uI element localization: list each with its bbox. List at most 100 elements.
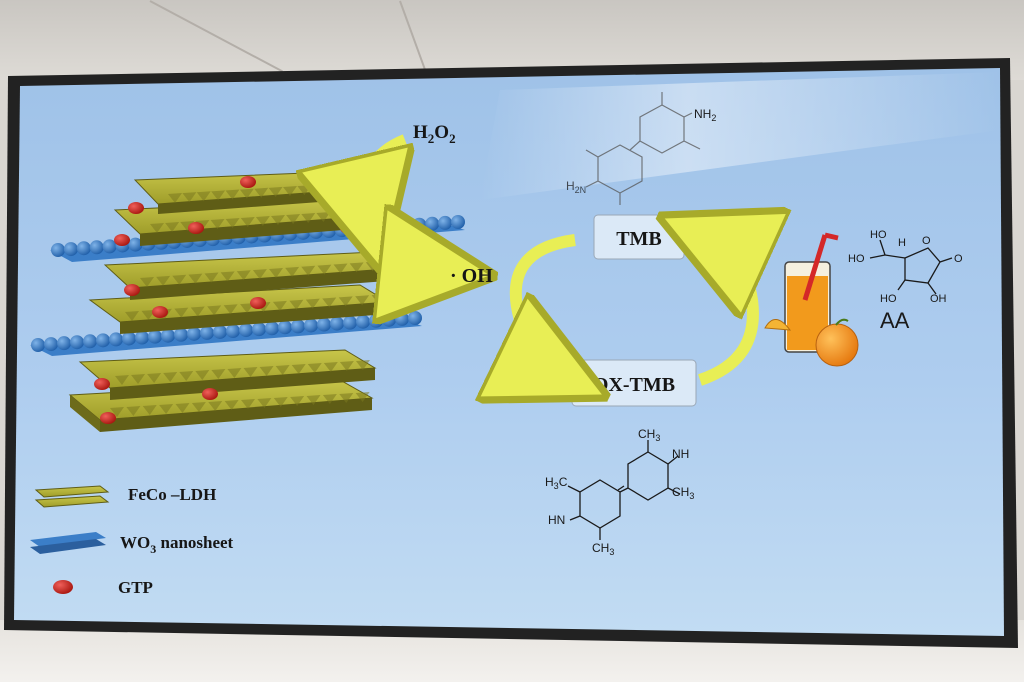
aa-o-ring: O xyxy=(922,235,931,247)
oxtmb-node-label: OX-TMB xyxy=(593,374,675,396)
ldh-octahedron xyxy=(179,371,194,381)
wo3-atom xyxy=(438,215,453,230)
aa-structure xyxy=(869,239,953,295)
ldh-octahedron xyxy=(240,303,255,314)
oh-radical-label: · OH xyxy=(450,265,493,287)
wo3-atom xyxy=(265,321,279,336)
aa-h: H xyxy=(898,237,906,249)
ldh-octahedron xyxy=(268,186,283,197)
tmb-structure xyxy=(585,92,701,205)
wo3-atom xyxy=(200,325,214,340)
legend-ldh-swatch xyxy=(34,485,110,508)
ldh-octahedron xyxy=(131,374,146,384)
gtp-molecule xyxy=(114,234,130,246)
ldh-octahedron xyxy=(225,218,240,228)
ldh-octahedron xyxy=(195,370,210,380)
ldh-octahedron xyxy=(285,266,300,277)
ldh-octahedron xyxy=(208,401,223,411)
wo3-atom xyxy=(278,320,292,335)
wo3-atom xyxy=(148,329,162,344)
ldh-octahedron xyxy=(159,404,174,414)
aa-ho-top: HO xyxy=(870,229,887,241)
ldh-octahedron xyxy=(224,400,239,410)
gtp-molecule xyxy=(188,222,204,234)
ldh-octahedron xyxy=(172,274,187,285)
gtp-molecule xyxy=(340,222,356,234)
wo3-atom xyxy=(382,312,396,327)
oxtmb-ch3-top: CH3 xyxy=(638,427,660,443)
wo3-atom xyxy=(128,237,143,252)
legend-ldh-label: FeCo –LDH xyxy=(128,485,216,504)
ldh-octahedron xyxy=(207,305,222,316)
ldh-octahedron xyxy=(147,373,162,383)
ldh-octahedron xyxy=(165,222,180,232)
ldh-octahedron xyxy=(182,192,197,203)
wo3-atom xyxy=(70,335,84,350)
ldh-octahedron xyxy=(225,189,240,200)
ldh-octahedron xyxy=(168,193,182,203)
tmb-node-label: TMB xyxy=(616,228,662,250)
screen-glare xyxy=(480,72,1000,200)
ldh-octahedron xyxy=(156,275,171,286)
wo3-atom xyxy=(330,316,344,331)
wo3-atom xyxy=(44,337,58,352)
ldh-octahedron xyxy=(125,311,139,321)
ldh-octahedron xyxy=(110,407,124,417)
gtp-molecule xyxy=(324,200,340,212)
wo3-atom xyxy=(63,242,78,257)
aa-ho-left: HO xyxy=(848,253,865,265)
ldh-octahedron xyxy=(126,406,141,416)
oh-arrow xyxy=(365,235,438,270)
wo3-atom xyxy=(109,332,123,347)
ldh-octahedron xyxy=(239,188,254,199)
ldh-octahedron xyxy=(211,369,226,379)
wo3-atom xyxy=(399,218,414,233)
ldh-octahedron xyxy=(355,392,370,402)
cycle-arrow-left xyxy=(516,234,575,372)
gtp-molecule xyxy=(152,306,168,318)
ldh-octahedron xyxy=(259,366,274,376)
ldh-octahedron xyxy=(241,399,255,409)
ldh-octahedron xyxy=(223,304,238,315)
wo3-atom xyxy=(102,239,117,254)
legend-wo3-swatch xyxy=(30,532,106,554)
gtp-molecule xyxy=(100,412,116,424)
wo3-atom xyxy=(451,215,465,229)
wo3-atom xyxy=(291,319,305,334)
wo3-atom xyxy=(395,311,409,326)
legend: FeCo –LDH WO3 nanosheet GTP xyxy=(30,485,234,597)
juice-illustration xyxy=(764,232,859,367)
legend-gtp-label: GTP xyxy=(118,578,153,597)
ldh-octahedron xyxy=(191,402,206,412)
tmb-nh2-bottom: H2N xyxy=(566,179,586,195)
wo3-atom xyxy=(96,333,110,348)
ldh-octahedron xyxy=(140,277,154,287)
ldh-octahedron xyxy=(188,273,203,284)
ldh-octahedron xyxy=(240,217,255,227)
wo3-atom xyxy=(161,328,175,343)
wo3-atom xyxy=(174,327,188,342)
gtp-molecule xyxy=(202,388,218,400)
h2o2-label: H2O2 xyxy=(413,122,456,146)
ldh-octahedron xyxy=(275,365,290,375)
ldh-octahedron xyxy=(273,397,288,407)
wo3-atom xyxy=(239,323,253,338)
aa-ho-bottom: HO xyxy=(880,293,897,305)
ldh-octahedron xyxy=(211,190,226,201)
wo3-atom xyxy=(51,243,65,257)
ldh-octahedron xyxy=(220,271,235,282)
ldh-octahedron xyxy=(271,215,285,225)
oxtmb-ch3-right: CH3 xyxy=(672,485,694,501)
aa-label: AA xyxy=(880,308,910,333)
oxtmb-nh: NH xyxy=(672,447,689,461)
aa-o-carbonyl: O xyxy=(954,253,963,265)
ldh-octahedron xyxy=(163,372,178,382)
wo3-atom xyxy=(408,311,422,325)
gtp-molecule xyxy=(307,172,323,184)
wo3-atom xyxy=(412,217,427,232)
ldh-octahedron xyxy=(196,191,211,202)
aa-oh-bottom: OH xyxy=(930,293,947,305)
ldh-octahedron xyxy=(243,367,258,377)
ldh-octahedron xyxy=(272,300,287,311)
